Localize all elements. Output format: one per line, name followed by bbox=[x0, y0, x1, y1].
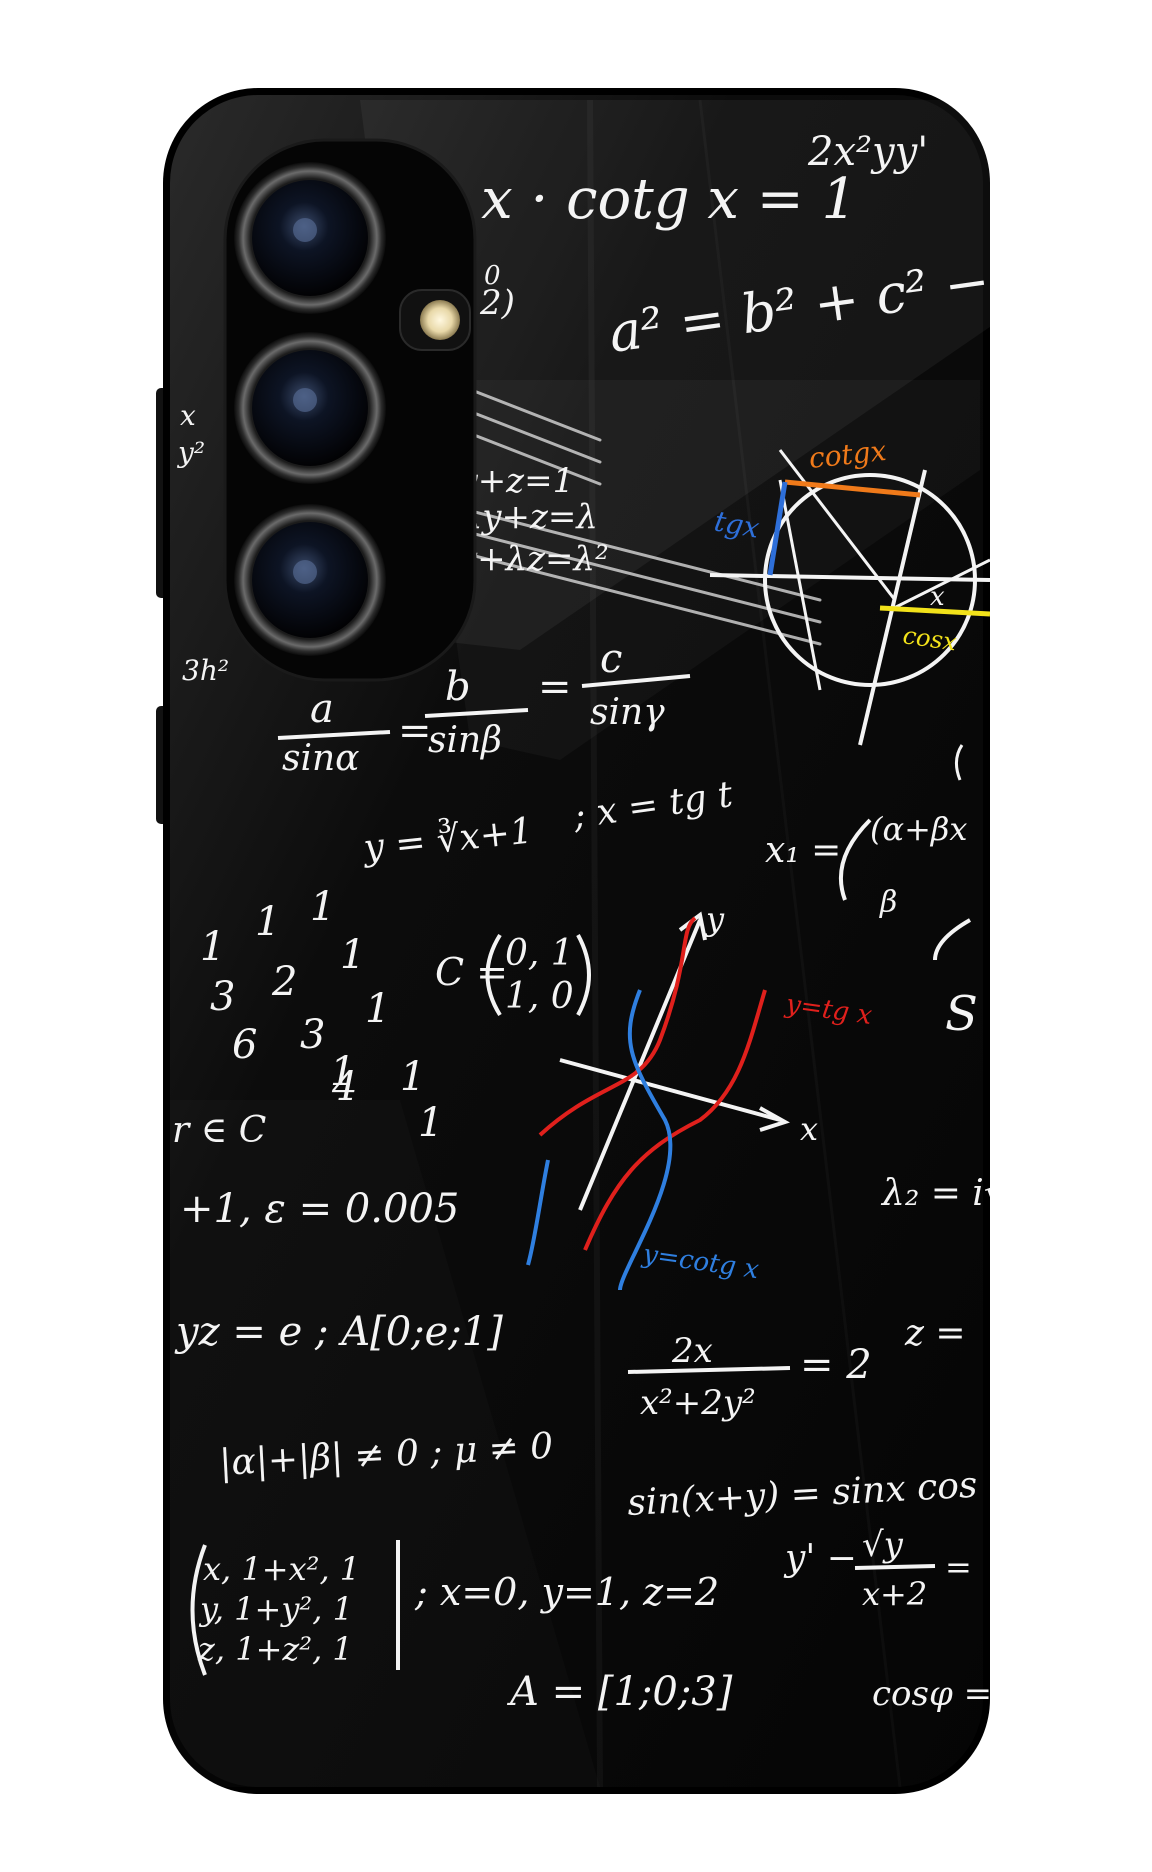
tg-curve bbox=[583, 989, 767, 1251]
formula-z-right: z = bbox=[904, 1313, 966, 1354]
digit: 1 bbox=[418, 1100, 443, 1146]
tg-curve bbox=[538, 916, 697, 1137]
matrix-left-paren bbox=[485, 933, 502, 1017]
formula-alpha-beta: (α+βx bbox=[870, 810, 967, 848]
digit: 1 bbox=[400, 1054, 425, 1100]
formula-cosphi: cosφ = bbox=[872, 1674, 992, 1714]
graph-x-axis-label: x bbox=[800, 1110, 818, 1148]
left-fragment-3h: 3h² bbox=[182, 654, 229, 687]
fraction-numerator: 2x bbox=[671, 1331, 713, 1371]
graph-y-axis-label: y bbox=[704, 900, 725, 938]
left-fragment-x: x bbox=[180, 399, 196, 432]
cotg-curve bbox=[618, 989, 673, 1291]
matrix-b-left-paren bbox=[190, 1544, 207, 1676]
formula-eq-right: = bbox=[945, 1548, 972, 1586]
camera-module bbox=[223, 138, 477, 682]
digit: 1 bbox=[330, 1049, 355, 1095]
formula-tg-cotg: tg x · cotg x = 1 bbox=[405, 167, 857, 232]
cotg-label: cotgx bbox=[807, 434, 888, 475]
formula-xyz: ; x=0, y=1, z=2 bbox=[414, 1570, 719, 1614]
formula-ze: yz = e ; A[0;e;1] bbox=[174, 1309, 503, 1355]
law-of-sines: a sinα = b sinβ = c sinγ bbox=[277, 636, 691, 779]
formula-fragment-2: 2) bbox=[479, 283, 515, 323]
formula-lambda2: λ₂ = i√ bbox=[880, 1173, 1007, 1214]
sines-c: c bbox=[600, 636, 622, 682]
formula-x-plus-2: x+2 bbox=[862, 1575, 927, 1613]
cotg-curve bbox=[526, 1159, 550, 1266]
camera-lens-top bbox=[234, 162, 386, 314]
angle-x-label: x bbox=[930, 582, 945, 612]
matrix-row-1: 0, 1 bbox=[505, 933, 574, 974]
tg-label: tgx bbox=[712, 504, 762, 544]
camera-lens-bottom bbox=[234, 504, 386, 656]
matrix-row-2: 1, 0 bbox=[505, 976, 574, 1017]
digit: 2 bbox=[271, 959, 297, 1005]
reflection-band bbox=[360, 100, 990, 650]
formula-epsilon: +1, ε = 0.005 bbox=[180, 1186, 459, 1232]
reflection-line bbox=[587, 99, 603, 1788]
formula-derivative: 2x²yy' bbox=[807, 129, 928, 175]
big-paren bbox=[838, 818, 872, 901]
formula-x1: x₁ = bbox=[765, 830, 841, 871]
digit: 4 bbox=[331, 1064, 357, 1110]
sines-eq2: = bbox=[538, 664, 572, 710]
formula-a-vector: A = [1;0;3] bbox=[506, 1669, 733, 1715]
digit: 1 bbox=[310, 884, 335, 930]
sines-b: b bbox=[445, 664, 471, 710]
matrix-c-label: C = bbox=[435, 950, 508, 994]
letter-s-right: S bbox=[945, 986, 978, 1042]
trig-circle-diagram: cotgx tgx cosx x bbox=[709, 434, 990, 746]
formula-sqrt-y: √y bbox=[862, 1525, 904, 1565]
fraction-bar bbox=[627, 1366, 791, 1374]
fraction-equals: = 2 bbox=[800, 1342, 872, 1388]
digit-scatter: 1 1 1 1 3 2 1 6 3 1 4 1 1 bbox=[200, 884, 443, 1146]
formula-y-prime: y' − bbox=[783, 1538, 857, 1579]
digit: 1 bbox=[255, 899, 280, 945]
matrix-b-row-1: x, 1+x², 1 bbox=[203, 1550, 360, 1588]
digit: 6 bbox=[232, 1022, 257, 1068]
paren-fragment bbox=[933, 918, 971, 961]
matrix-right-paren bbox=[576, 934, 591, 1016]
digit: 3 bbox=[210, 974, 235, 1020]
formula-fragment-0: 0 bbox=[484, 261, 501, 291]
formula-beta: β bbox=[879, 885, 897, 920]
sines-sin-alpha: sinα bbox=[282, 738, 359, 779]
flash-icon bbox=[420, 300, 460, 340]
fraction-bar-y bbox=[854, 1564, 936, 1570]
sines-sin-beta: sinβ bbox=[428, 720, 502, 761]
sines-sin-gamma: sinγ bbox=[590, 692, 665, 733]
matrix-b-row-3: z, 1+z², 1 bbox=[197, 1630, 353, 1668]
formula-in-c: r ∈ C bbox=[172, 1110, 266, 1151]
digit: 1 bbox=[340, 932, 365, 978]
digit: 1 bbox=[200, 924, 225, 970]
paren-fragment-top bbox=[955, 744, 964, 781]
digit: 3 bbox=[300, 1012, 325, 1058]
camera-lens-middle bbox=[234, 332, 386, 484]
digit: 1 bbox=[365, 986, 390, 1032]
left-fragment-y2: y² bbox=[176, 436, 205, 469]
matrix-b-row-2: y, 1+y², 1 bbox=[198, 1590, 353, 1628]
sines-a: a bbox=[310, 686, 334, 732]
fraction-denominator: x²+2y² bbox=[640, 1383, 756, 1423]
